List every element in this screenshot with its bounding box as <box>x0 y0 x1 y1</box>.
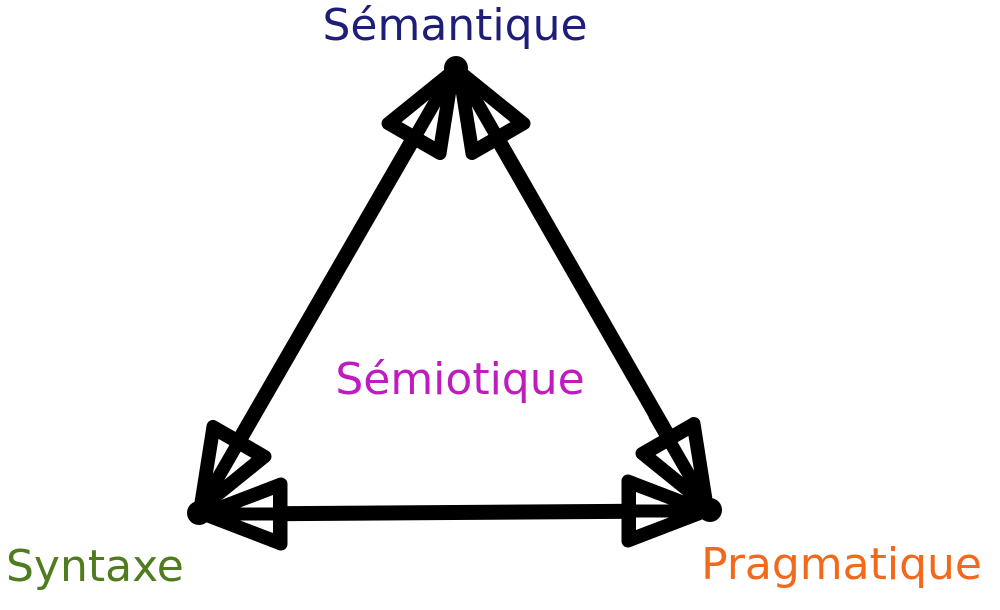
node-label-syntaxe: Syntaxe <box>6 541 184 592</box>
node-label-semiotique: Sémiotique <box>335 354 585 405</box>
node-label-semantique: Sémantique <box>322 0 588 51</box>
node-label-pragmatique: Pragmatique <box>701 539 982 590</box>
